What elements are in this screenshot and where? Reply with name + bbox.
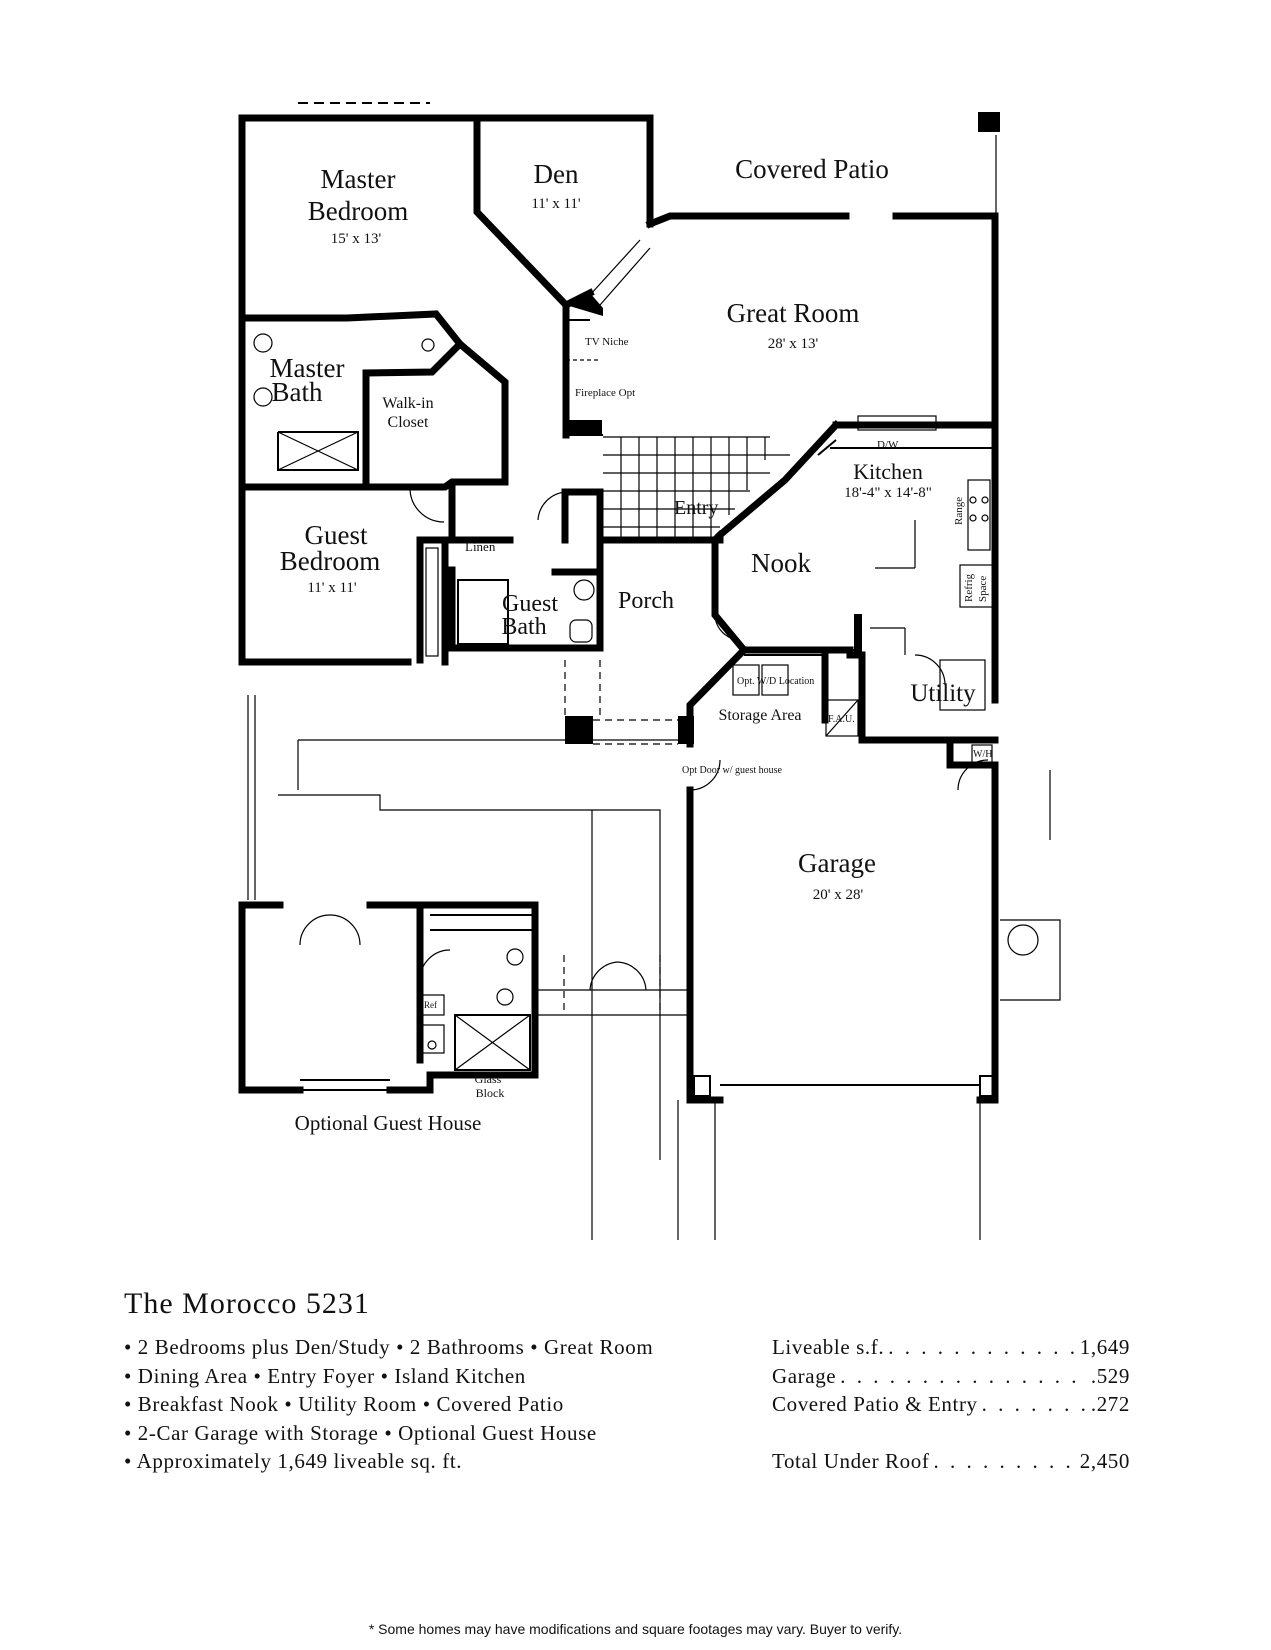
stat-patio-entry: Covered Patio & Entry .272	[772, 1390, 1130, 1419]
stat-value: 1,649	[1079, 1335, 1130, 1359]
guest-house-walls	[238, 901, 690, 1094]
room-labels: Master Bedroom 15' x 13' Den 11' x 11' C…	[270, 154, 993, 1135]
master-bedroom-label: Master	[321, 164, 396, 194]
stat-value: .529	[1090, 1363, 1130, 1388]
kitchen-label: Kitchen	[853, 459, 923, 484]
ref-label: Ref	[424, 1000, 437, 1010]
feature-item: • Breakfast Nook • Utility Room • Covere…	[124, 1392, 564, 1416]
square-footage-table: Liveable s.f. 1,649 Garage .529 Covered …	[772, 1333, 1130, 1476]
storage-area-label: Storage Area	[718, 707, 801, 724]
garage-dims: 20' x 28'	[813, 887, 864, 903]
house-walls	[238, 102, 1061, 1240]
refrig-label: Refrig	[963, 573, 975, 602]
feature-item: • 2-Car Garage with Storage • Optional G…	[124, 1420, 597, 1445]
linen-label: Linen	[465, 539, 496, 554]
feature-item: • Approximately 1,649 liveable sq. ft.	[124, 1449, 463, 1473]
fau-label: F.A.U.	[828, 714, 855, 725]
master-bath-label: Master	[270, 353, 345, 383]
walk-in-closet-label: Walk-in	[382, 395, 433, 412]
guest-bath-label-2: Bath	[501, 614, 546, 640]
stat-liveable: Liveable s.f. 1,649	[772, 1333, 1130, 1362]
leader-dots	[840, 1362, 1087, 1391]
fireplace-opt-label: Fireplace Opt	[575, 387, 635, 399]
stat-label: Garage	[772, 1363, 837, 1388]
stat-value: .272	[1090, 1392, 1130, 1416]
den-dims: 11' x 11'	[531, 196, 581, 212]
feature-item: • Dining Area • Entry Foyer • Island Kit…	[124, 1363, 526, 1388]
tv-niche-label: TV Niche	[585, 336, 629, 348]
great-room-label: Great Room	[727, 298, 860, 328]
master-bedroom-label-2: Bedroom	[308, 196, 409, 226]
garage-label: Garage	[798, 848, 876, 878]
floor-plan: Master Bedroom 15' x 13' Den 11' x 11' C…	[238, 102, 1061, 1240]
stat-garage: Garage .529	[772, 1362, 1130, 1391]
master-bedroom-dims: 15' x 13'	[331, 231, 382, 247]
stat-value: 2,450	[1079, 1449, 1130, 1473]
glass-block-label: Glass	[475, 1072, 502, 1086]
stat-total: Total Under Roof 2,450	[772, 1447, 1130, 1476]
guest-bedroom-label: Guest	[305, 520, 368, 550]
guest-bedroom-label-2: Bedroom	[280, 546, 381, 576]
stat-label: Liveable s.f.	[772, 1335, 885, 1359]
opt-door-label: Opt Door w/ guest house	[682, 765, 783, 776]
guest-bath-label: Guest	[502, 591, 558, 617]
guest-bedroom-dims: 11' x 11'	[307, 580, 357, 596]
plan-title: The Morocco 5231	[124, 1287, 370, 1320]
den-label: Den	[534, 159, 579, 189]
range-label: Range	[953, 497, 965, 525]
covered-patio-label: Covered Patio	[735, 154, 889, 184]
nook-label: Nook	[751, 548, 811, 578]
great-room-dims: 28' x 13'	[768, 336, 819, 352]
utility-label: Utility	[910, 680, 976, 707]
porch-label: Porch	[618, 588, 674, 614]
walk-in-closet-label-2: Closet	[388, 414, 429, 431]
dw-label: D/W	[877, 439, 899, 451]
kitchen-dims: 18'-4" x 14'-8"	[844, 485, 932, 501]
leader-dots	[982, 1390, 1087, 1419]
wh-label: W/H	[973, 749, 992, 760]
disclaimer: * Some homes may have modifications and …	[368, 1621, 903, 1637]
wd-location-label: Opt. W/D Location	[737, 676, 814, 687]
guest-house-label: Optional Guest House	[295, 1111, 482, 1135]
master-bath-label-2: Bath	[272, 377, 323, 407]
entry-tile-grid	[603, 436, 790, 540]
leader-dots	[888, 1333, 1076, 1362]
stat-label: Total Under Roof	[772, 1449, 930, 1473]
stat-label: Covered Patio & Entry	[772, 1392, 978, 1416]
leader-dots	[933, 1447, 1075, 1476]
feature-item: • 2 Bedrooms plus Den/Study • 2 Bathroom…	[124, 1335, 654, 1359]
space-label: Space	[977, 576, 989, 602]
entry-label: Entry	[674, 497, 718, 519]
glass-block-label-2: Block	[476, 1086, 505, 1100]
feature-list: • 2 Bedrooms plus Den/Study • 2 Bathroom…	[124, 1333, 653, 1476]
